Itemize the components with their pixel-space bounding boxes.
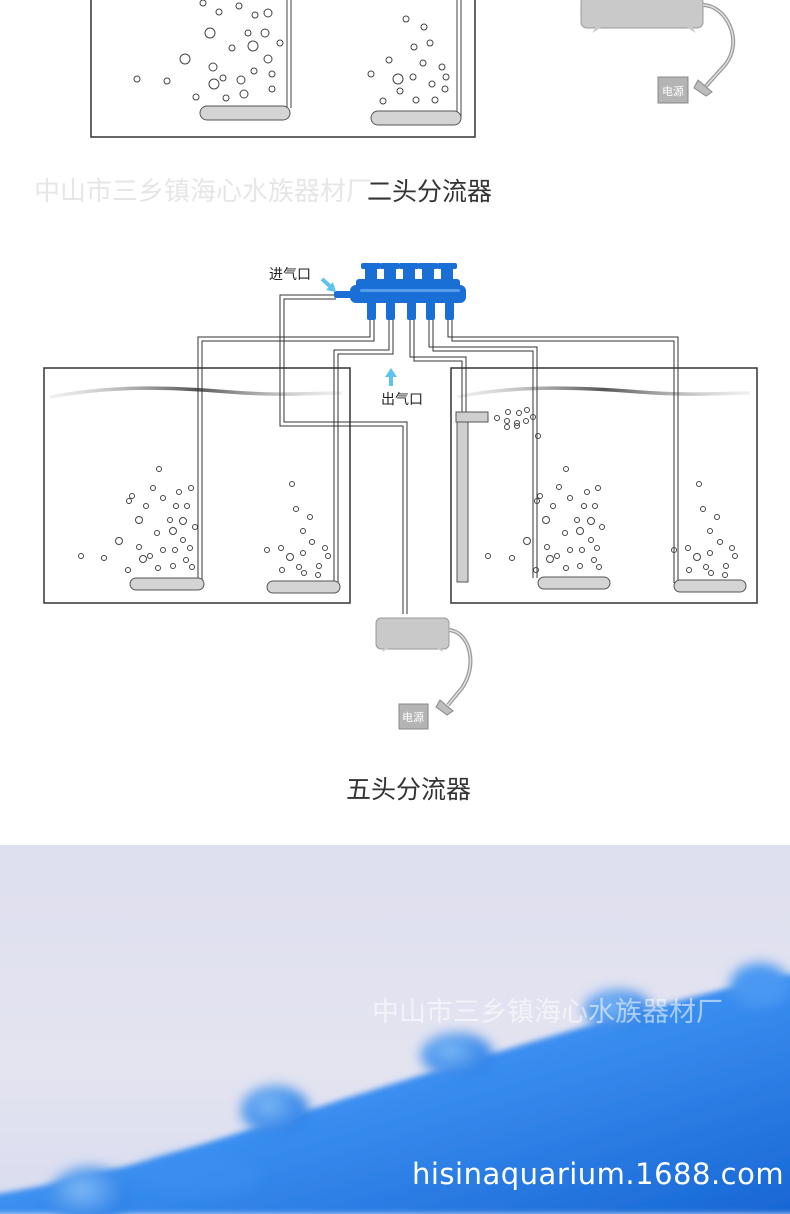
air-stone: [537, 576, 611, 590]
air-stone: [370, 110, 462, 126]
bubbles: [133, 0, 450, 105]
heater: [456, 421, 469, 583]
power-label: 电源: [402, 710, 424, 724]
bubbles: [78, 407, 738, 578]
site-url: hisinaquarium.1688.com: [412, 1157, 785, 1191]
power-cord: [446, 628, 473, 707]
splitter-diagram: 电源: [43, 0, 758, 730]
tank-top: [90, 0, 476, 138]
air-stone: [199, 105, 291, 121]
air-stone: [266, 580, 341, 594]
power-plug: [657, 76, 689, 104]
air-stone: [129, 577, 205, 591]
air-tubes: [197, 294, 679, 614]
air-pump: [580, 0, 704, 29]
five-way-title: 五头分流器: [346, 775, 472, 804]
product-photo: 中山市三乡镇海心水族器材厂 hisinaquarium.1688.com: [0, 845, 790, 1214]
power-label: 电源: [662, 84, 684, 98]
watermark-text: 中山市三乡镇海心水族器材厂: [372, 997, 723, 1028]
air-in-label: 进气口: [269, 267, 311, 283]
air-out-label: 出气口: [381, 392, 423, 408]
air-stone: [673, 579, 747, 593]
power-plug: [398, 703, 429, 730]
splitter-photo: [0, 963, 790, 1214]
air-pump: [375, 617, 450, 650]
water-surface: [49, 386, 343, 399]
tube: [456, 0, 462, 118]
tank-right: [450, 367, 758, 604]
water-surface: [456, 386, 751, 399]
two-way-title: 二头分流器: [367, 177, 493, 206]
two-way-diagram: 电源: [90, 0, 736, 138]
tube: [286, 0, 292, 108]
power-cord: [702, 3, 736, 88]
watermark-text: 中山市三乡镇海心水族器材厂: [34, 177, 373, 207]
five-way-diagram: 进气口 出气口 电源: [43, 263, 758, 730]
tank-left: [43, 367, 351, 604]
heater-cap: [455, 411, 489, 423]
